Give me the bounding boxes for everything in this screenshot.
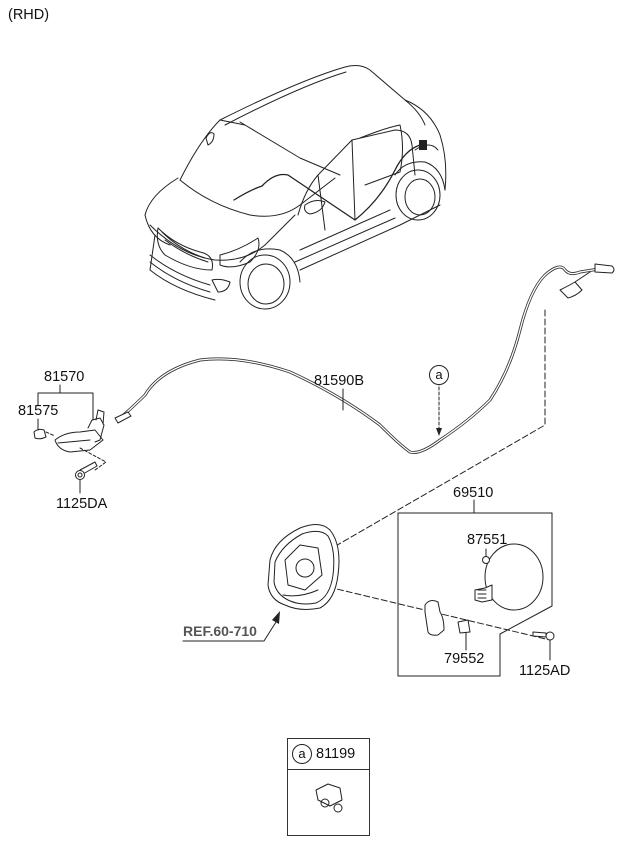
fuel-door-lid [484, 543, 544, 611]
assy-69510-box [397, 499, 553, 677]
fuel-filler-housing-drawing [267, 524, 340, 610]
reference-label[interactable]: REF.60-710 [183, 623, 257, 639]
part-label-1125da[interactable]: 1125DA [56, 496, 108, 512]
release-cable-81590b [114, 263, 615, 454]
legend-marker-a: a [292, 744, 312, 764]
part-label-69510[interactable]: 69510 [453, 485, 494, 501]
fuel-door-in-vehicle [419, 140, 427, 150]
vehicle-illustration [144, 65, 447, 310]
part-label-81590b[interactable]: 81590B [314, 373, 364, 389]
variant-label: (RHD) [8, 7, 50, 23]
part-label-81570[interactable]: 81570 [44, 369, 85, 385]
legend-box: a 81199 [287, 738, 370, 836]
legend-header: a 81199 [288, 739, 369, 770]
dashed-guide-cable-to-door [319, 309, 546, 556]
legend-part-label-81199[interactable]: 81199 [316, 746, 356, 762]
release-handle-81570-drawing [33, 409, 107, 480]
part-label-81575[interactable]: 81575 [18, 403, 59, 419]
callout-marker-a[interactable]: a [429, 365, 449, 385]
part-label-87551[interactable]: 87551 [467, 532, 508, 548]
ref-leader [182, 621, 277, 642]
leader-81570 [37, 384, 94, 421]
part-label-1125ad[interactable]: 1125AD [519, 663, 571, 679]
cable-clip-81199-drawing [315, 783, 343, 813]
cable-routing-in-vehicle [233, 144, 421, 221]
part-label-79552[interactable]: 79552 [444, 651, 485, 667]
